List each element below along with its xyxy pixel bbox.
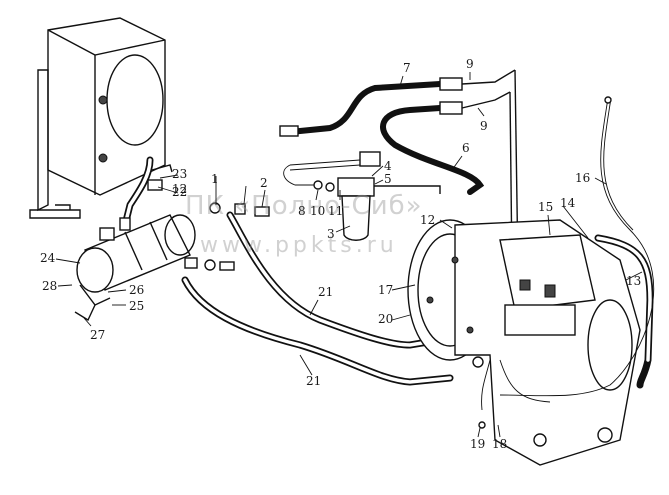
callout-12-left: 12 — [172, 182, 187, 196]
hose-21-lower — [181, 276, 454, 386]
callout-26: 26 — [129, 283, 144, 297]
callout-25: 25 — [129, 299, 144, 313]
callout-14: 14 — [560, 196, 576, 210]
hose-6 — [380, 91, 511, 195]
callout-20: 20 — [378, 312, 393, 326]
callout-8: 8 — [298, 204, 306, 218]
callout-11: 11 — [328, 204, 343, 218]
callout-28: 28 — [42, 279, 57, 293]
callout-24: 24 — [40, 251, 56, 265]
hose-21-upper — [226, 211, 444, 349]
hose-13 — [594, 234, 654, 389]
callout-21-upper: 21 — [318, 285, 333, 299]
callout-15: 15 — [538, 200, 553, 214]
hose-7 — [279, 69, 516, 137]
line-16 — [499, 96, 655, 397]
callout-16: 16 — [575, 171, 590, 185]
callout-3: 3 — [327, 227, 335, 241]
transmission-housing — [407, 219, 641, 466]
callout-18: 18 — [492, 437, 507, 451]
callout-1: 1 — [211, 172, 219, 186]
leader-lines — [55, 72, 643, 438]
callout-12-right: 12 — [420, 213, 435, 227]
callout-10: 10 — [310, 204, 325, 218]
lower-line-19 — [472, 356, 551, 429]
callout-27: 27 — [90, 328, 105, 342]
watermark-company: ПК «Полно-Сиб» — [185, 191, 423, 221]
callout-labels: 1 2 3 4 5 6 7 8 9 9 10 11 12 12 13 14 15… — [40, 57, 641, 451]
callout-6: 6 — [462, 141, 470, 155]
callout-17: 17 — [378, 283, 393, 297]
callout-21-lower: 21 — [306, 374, 321, 388]
cooler-outlet-pipe — [121, 156, 173, 229]
callout-19: 19 — [470, 437, 485, 451]
callout-5: 5 — [384, 172, 392, 186]
callout-4: 4 — [384, 159, 392, 173]
watermark-url: www.ppkts.ru — [200, 233, 398, 258]
callout-22: 22 — [172, 185, 187, 199]
callout-9-bottom: 9 — [480, 119, 488, 133]
callout-9-top: 9 — [466, 57, 474, 71]
callout-7: 7 — [403, 61, 411, 75]
oil-filter — [283, 151, 441, 241]
fittings-group-1-2 — [184, 202, 270, 271]
oil-cooler — [29, 17, 166, 219]
callout-23: 23 — [172, 167, 187, 181]
callout-13: 13 — [626, 274, 641, 288]
tank-cylinder — [74, 214, 196, 322]
callout-2: 2 — [260, 176, 268, 190]
